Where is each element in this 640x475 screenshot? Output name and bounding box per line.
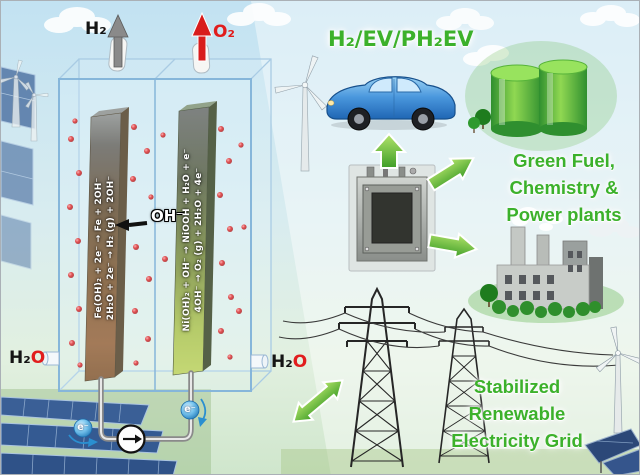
cloud-icons-left [44,3,291,33]
iron-electrode [84,107,129,382]
wind-turbine-center-icon [274,55,328,172]
h2-arrow-icon [107,14,129,68]
green-arrow-up-icon [370,132,408,169]
vehicles-title: H₂/EV/PH₂EV [328,27,474,51]
oh-arrow-icon [115,219,148,231]
grid-line1: Stabilized [473,376,561,397]
h2-outlet-label: H₂ [85,19,107,39]
green-plant-tanks-icon [465,41,617,151]
nickel-reaction-line2: 4OH⁻ → O₂ (g) + 2H₂O + 4e⁻ [194,167,204,313]
iron-electrode-reactions: Fe(OH)₂ + 2e⁻ → Fe + 2OH⁻ 2H₂O + 2e⁻ → H… [93,176,117,321]
water-right-h2: H₂ [271,352,293,372]
green-fuel-line3: Power plants [506,204,622,225]
water-left-o: O [30,348,46,368]
green-arrow-to-factory-icon [427,231,479,260]
green-arrow-to-fuel-icon [426,157,476,192]
o2-arrow-icon [191,11,213,62]
iron-reaction-line2: 2H₂O + 2e⁻ → H₂ (g) + 2OH⁻ [106,175,116,321]
water-right-o: O [292,352,308,372]
power-lines [278,312,620,367]
water-label-right: H₂O [271,352,307,372]
o2-outlet-label: O₂ [213,22,235,42]
cell-container-front [58,78,252,392]
nickel-electrode-reactions: Ni(OH)₂ + OH⁻ → NiOOH + H₂O + e⁻ 4OH⁻ → … [181,149,205,332]
electron-label-right: e⁻ [184,403,196,415]
electron-orb-left [73,418,93,438]
iron-reaction-line1: Fe(OH)₂ + 2e⁻ → Fe + 2OH⁻ [94,177,104,319]
water-inlet-right [250,354,269,369]
green-fuel-line2: Chemistry & [509,177,619,198]
electrolyzer-photo [348,164,436,272]
green-double-arrow-icon [292,379,344,423]
water-label-left: H₂O [9,348,45,368]
car-icon [326,76,456,131]
water-left-h2: H₂ [9,348,31,368]
grid-line2: Renewable [468,403,566,424]
green-fuel-text: Green Fuel, Chemistry & Power plants [487,147,639,228]
electron-orb-right [180,400,200,420]
grid-text: Stabilized Renewable Electricity Grid [425,373,609,454]
transmission-tower-icons [338,286,490,468]
nickel-electrode [172,101,217,376]
cloud-icons-right [436,5,639,238]
hydroxide-label: OH⁻ [151,207,185,225]
solar-array-bottom-left-icon [1,396,178,474]
grid-line3: Electricity Grid [451,430,583,451]
solar-panels-bottom-right-icon [584,428,639,474]
circuit-wires [98,370,194,442]
factory-icon [468,207,624,323]
nickel-reaction-line1: Ni(OH)₂ + OH⁻ → NiOOH + H₂O + e⁻ [182,148,192,332]
electron-label-left: e⁻ [77,421,89,433]
gas-bubbles [67,118,247,368]
water-inlet-left [41,351,60,366]
green-fuel-line1: Green Fuel, [513,150,615,171]
ammeter-icon [116,424,146,454]
wind-turbine-left-icons [1,59,49,142]
electron-flow-arrows [68,398,207,447]
